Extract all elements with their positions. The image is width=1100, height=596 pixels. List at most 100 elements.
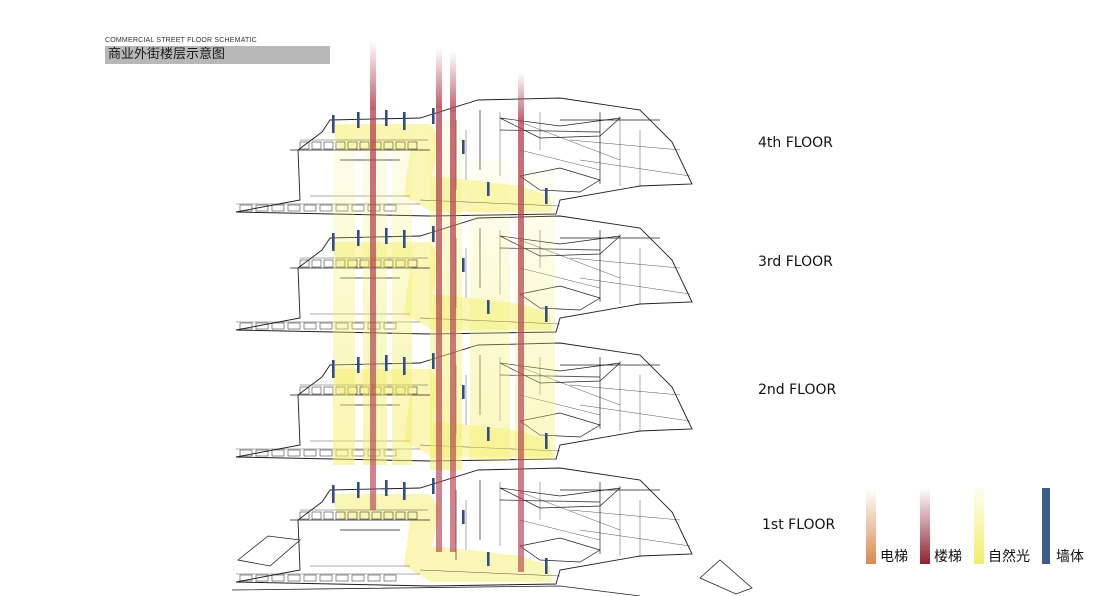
stair-shaft-3 (450, 52, 456, 112)
room-cell (303, 322, 317, 330)
legend-label-stair: 楼梯 (934, 549, 962, 565)
floor-plate-corridor (330, 494, 552, 582)
bridge-zone (499, 487, 622, 509)
floor-plate-1 (235, 467, 693, 587)
wall-marker (545, 188, 548, 204)
room-cell (303, 574, 317, 582)
wall-marker (462, 140, 465, 154)
room-cell (303, 204, 317, 212)
room-cell (395, 511, 406, 520)
room-cell (311, 259, 322, 268)
ground-annex-outline-2 (699, 559, 753, 595)
wall-marker (545, 306, 548, 322)
wall-marker (487, 182, 490, 196)
daylight-well-5 (470, 160, 510, 460)
stair-shafts-group (370, 40, 524, 572)
floor-plate-2 (235, 342, 693, 462)
room-cell (299, 511, 310, 520)
wall-marker (357, 230, 360, 246)
wall-marker (357, 357, 360, 373)
partition-line (569, 384, 681, 396)
ground-base-line (231, 585, 641, 596)
room-cell (287, 204, 301, 212)
floor-plate-4 (235, 97, 693, 217)
wall-marker (332, 485, 335, 503)
partition-line (499, 129, 601, 133)
ramp-zone (519, 537, 601, 563)
wall-marker (385, 110, 388, 126)
partition-line (519, 149, 601, 171)
partition-line (519, 121, 621, 161)
room-cell (271, 574, 285, 582)
wall-marker (487, 427, 490, 441)
partition-line (499, 499, 601, 503)
wall-marker (385, 355, 388, 371)
stair-shaft-3-body (450, 112, 456, 552)
partition-line (569, 509, 681, 521)
partition-line (579, 404, 691, 422)
wall-marker (332, 360, 335, 378)
legend-label-elevator: 电梯 (880, 549, 908, 565)
daylight-swatch (974, 488, 984, 564)
stair-shaft-4 (518, 72, 524, 122)
wall-marker (357, 482, 360, 498)
room-cell (255, 204, 269, 212)
wall-marker (432, 108, 435, 124)
room-cell (323, 511, 334, 520)
partition-line (579, 159, 691, 177)
partition-line (519, 519, 601, 541)
partition-line (419, 569, 561, 577)
daylight-wells-group (333, 120, 555, 470)
wall-marker (432, 226, 435, 242)
floor-plate-3 (235, 215, 693, 335)
room-cell (311, 386, 322, 395)
ground-annex (231, 535, 753, 596)
room-cell (311, 511, 322, 520)
legend-label-daylight: 自然光 (988, 549, 1030, 565)
partition-line (569, 257, 681, 269)
title-english: COMMERCIAL STREET FLOOR SCHEMATIC (105, 37, 257, 44)
room-cell (371, 511, 382, 520)
room-cell (311, 141, 322, 150)
daylight-well-4 (430, 120, 462, 470)
partition-line (579, 277, 691, 295)
room-cell (287, 449, 301, 457)
wall-marker (462, 385, 465, 399)
stair-shaft-1-body (370, 110, 376, 510)
room-cell (351, 574, 365, 582)
wall-marker (487, 300, 490, 314)
floor-label-1: 1st FLOOR (762, 517, 836, 533)
wall-marker (357, 112, 360, 128)
stair-shaft-2 (436, 48, 442, 108)
wall-marker (385, 228, 388, 244)
partition-line (569, 139, 681, 151)
wall-marker (462, 510, 465, 524)
room-cell (239, 574, 253, 582)
daylight-well-3 (392, 125, 412, 465)
wall-marker (403, 357, 406, 375)
room-cell (303, 449, 317, 457)
title-block: COMMERCIAL STREET FLOOR SCHEMATIC 商业外街楼层… (105, 37, 330, 64)
room-cell (299, 259, 310, 268)
room-cell (239, 322, 253, 330)
floor-label-4: 4th FLOOR (758, 135, 833, 151)
partition-line (579, 529, 691, 547)
wall-markers-group (332, 108, 548, 574)
room-cell (287, 322, 301, 330)
room-cell (347, 511, 358, 520)
elevator-swatch (866, 488, 876, 564)
wall-marker (332, 233, 335, 251)
partition-line (519, 491, 621, 531)
floor-label-2: 2nd FLOOR (758, 382, 837, 398)
daylight-well-1 (333, 125, 355, 465)
ground-annex-outline (237, 535, 301, 567)
room-cell (319, 449, 333, 457)
room-cell (319, 574, 333, 582)
wall-marker (332, 115, 335, 133)
room-cell (255, 574, 269, 582)
room-cell (407, 511, 418, 520)
room-cell (335, 511, 346, 520)
room-cell (271, 204, 285, 212)
room-cell (335, 574, 349, 582)
wall-marker (403, 112, 406, 130)
